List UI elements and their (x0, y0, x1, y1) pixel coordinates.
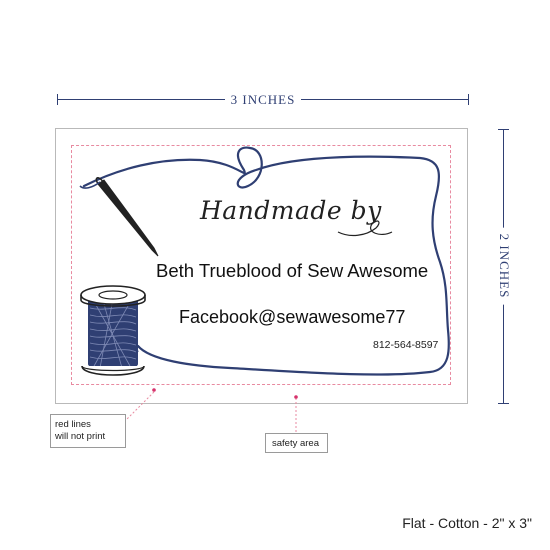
safety-area-marker (294, 395, 298, 399)
red-lines-note-line2: will not print (55, 431, 106, 442)
height-dimension-tick-top (498, 129, 509, 130)
width-dimension-tick-right (468, 94, 469, 105)
safety-area-note-text: safety area (272, 438, 319, 449)
thread-spool-icon (80, 285, 146, 376)
red-lines-note: red lines will not print (50, 414, 126, 448)
label-phone: 812-564-8597 (373, 339, 439, 351)
sewing-needle-icon (79, 177, 159, 257)
width-dimension: 3 INCHES (57, 92, 469, 108)
heading-flourish (337, 220, 393, 237)
red-lines-leader (125, 391, 155, 421)
safety-area-outline (71, 145, 451, 385)
height-dimension-tick-bottom (498, 403, 509, 404)
product-caption: Flat - Cotton - 2" x 3" (402, 515, 532, 531)
height-dimension: 2 INCHES (496, 129, 512, 404)
thread-loop-border (82, 146, 450, 376)
width-dimension-tick-left (57, 94, 58, 105)
label-facebook: Facebook@sewawesome77 (179, 307, 406, 327)
safety-area-note: safety area (265, 433, 328, 453)
red-lines-marker (152, 388, 156, 392)
red-lines-note-line1: red lines (55, 419, 91, 430)
width-dimension-label: 3 INCHES (224, 92, 302, 107)
label-maker-name: Beth Trueblood of Sew Awesome (156, 260, 429, 281)
label-heading: Handmade by (200, 196, 382, 225)
